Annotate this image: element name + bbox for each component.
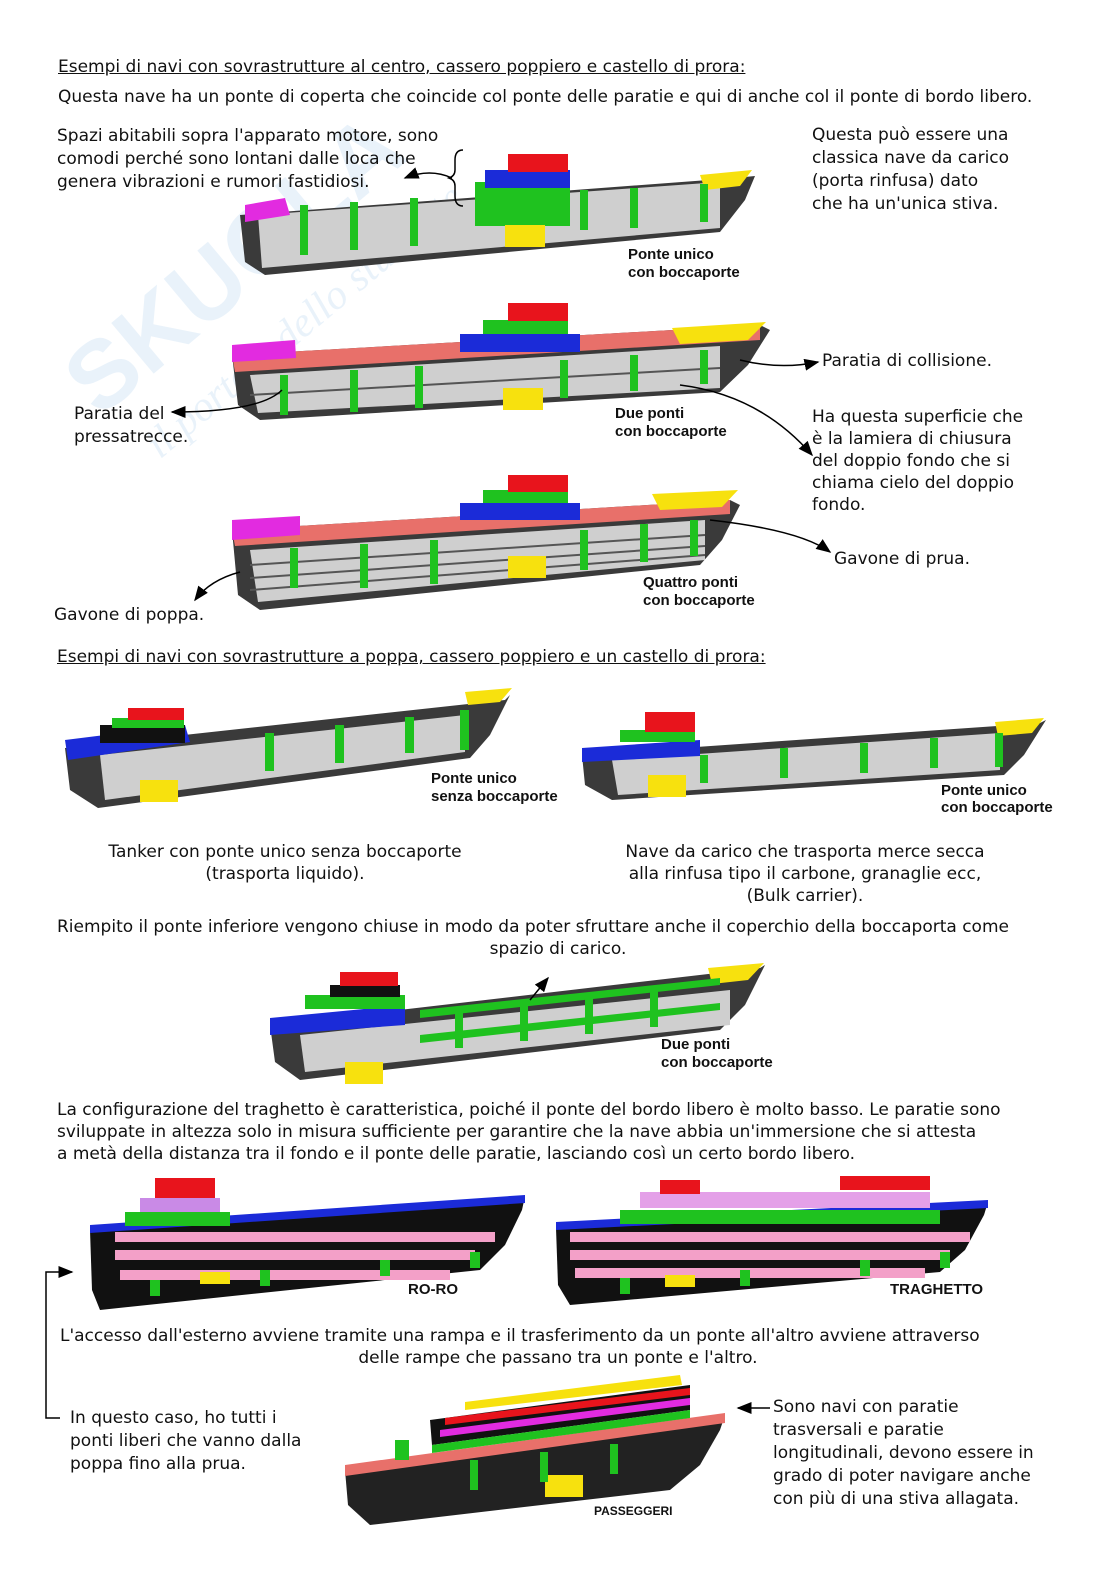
note-collision-bulkhead: Paratia di collisione. [822,351,992,371]
section1-heading: Esempi di navi con sovrastrutture al cen… [58,57,746,77]
ferry-note-line1: La configurazione del traghetto è caratt… [57,1100,1001,1120]
note-bulk-line1: Questa può essere una [812,125,1009,145]
tanker-label-line2: senza boccaporte [431,788,558,805]
ferry-label: TRAGHETTO [890,1281,984,1298]
passenger-label: PASSEGGERI [594,1504,673,1518]
ship2-label-line2: con boccaporte [615,423,727,440]
two-decks-label-line2: con boccaporte [661,1054,773,1071]
passenger-note-line4: grado di poter navigare anche [773,1466,1031,1486]
passenger-note-line5: con più di una stiva allagata. [773,1489,1020,1509]
note-double-bottom-line5: fondo. [812,495,866,515]
free-decks-note-line3: poppa fino alla prua. [70,1454,246,1474]
bulk-label-line2: con boccaporte [941,799,1053,816]
ship1-single-deck [240,154,755,275]
note-double-bottom-line2: è la lamiera di chiusura [812,429,1012,449]
ferry-note-line2: sviluppate in altezza solo in misura suf… [57,1122,977,1142]
free-decks-note-line1: In questo caso, ho tutti i [70,1408,277,1428]
note-double-bottom-line4: chiama cielo del doppio [812,473,1014,493]
bulk-caption-line3: (Bulk carrier). [746,886,864,906]
two-decks-label-line1: Due ponti [661,1036,731,1053]
roro-label: RO-RO [408,1281,458,1298]
note-double-bottom-line3: del doppio fondo che si [812,451,1010,471]
passenger-note-line2: trasversali e paratie [773,1420,944,1440]
ship3-four-decks [232,475,740,610]
note-bulk-line2: classica nave da carico [812,148,1010,168]
note-stern-bulkhead-line2: pressatrecce. [74,427,189,447]
roro-ship [90,1178,525,1310]
section2-heading: Esempi di navi con sovrastrutture a popp… [57,647,766,667]
note-bow-locker: Gavone di prua. [834,549,970,569]
bulk-carrier-ship [582,712,1046,800]
note-stern-bulkhead-line1: Paratia del [74,404,165,424]
note-stern-locker: Gavone di poppa. [54,605,205,625]
ship1-label-line2: con boccaporte [628,264,740,281]
ship1-label-line1: Ponte unico [628,246,714,263]
passenger-note-line3: longitudinali, devono essere in [773,1443,1034,1463]
free-decks-note-line2: ponti liberi che vanno dalla [70,1431,302,1451]
access-note-line1: L'accesso dall'esterno avviene tramite u… [60,1326,980,1346]
tanker-caption-line2: (trasporta liquido). [205,864,365,884]
note-living-line3: genera vibrazioni e rumori fastidiosi. [57,172,370,192]
ferry-ship [556,1176,988,1305]
ship2-label-line1: Due ponti [615,405,685,422]
tanker-label-line1: Ponte unico [431,770,517,787]
filling-note-line1: Riempito il ponte inferiore vengono chiu… [57,917,1009,937]
tanker-ship [65,688,512,808]
bulk-label-line1: Ponte unico [941,782,1027,799]
bulk-caption-line2: alla rinfusa tipo il carbone, granaglie … [628,864,982,884]
ship2-two-decks [232,303,770,420]
access-note-line2: delle rampe che passano tra un ponte e l… [358,1348,758,1368]
passenger-ship [345,1375,725,1525]
ship3-label-line1: Quattro ponti [643,574,738,591]
note-living-line1: Spazi abitabili sopra l'apparato motore,… [57,126,439,146]
note-bulk-line4: che ha un'unica stiva. [812,194,999,214]
ship3-label-line2: con boccaporte [643,592,755,609]
annotation-arrows [45,149,832,1419]
note-double-bottom-line1: Ha questa superficie che [812,407,1024,427]
passenger-note-line1: Sono navi con paratie [773,1397,959,1417]
ferry-note-line3: a metà della distanza tra il fondo e il … [57,1144,856,1164]
note-living-line2: comodi perché sono lontani dalle loca ch… [57,149,416,169]
filling-note-line2: spazio di carico. [489,939,627,959]
bulk-caption-line1: Nave da carico che trasporta merce secca [625,842,985,862]
tanker-caption-line1: Tanker con ponte unico senza boccaporte [108,842,462,862]
two-decks-hatch-ship [270,963,765,1084]
section1-intro: Questa nave ha un ponte di coperta che c… [58,87,1033,107]
note-bulk-line3: (porta rinfusa) dato [812,171,979,191]
